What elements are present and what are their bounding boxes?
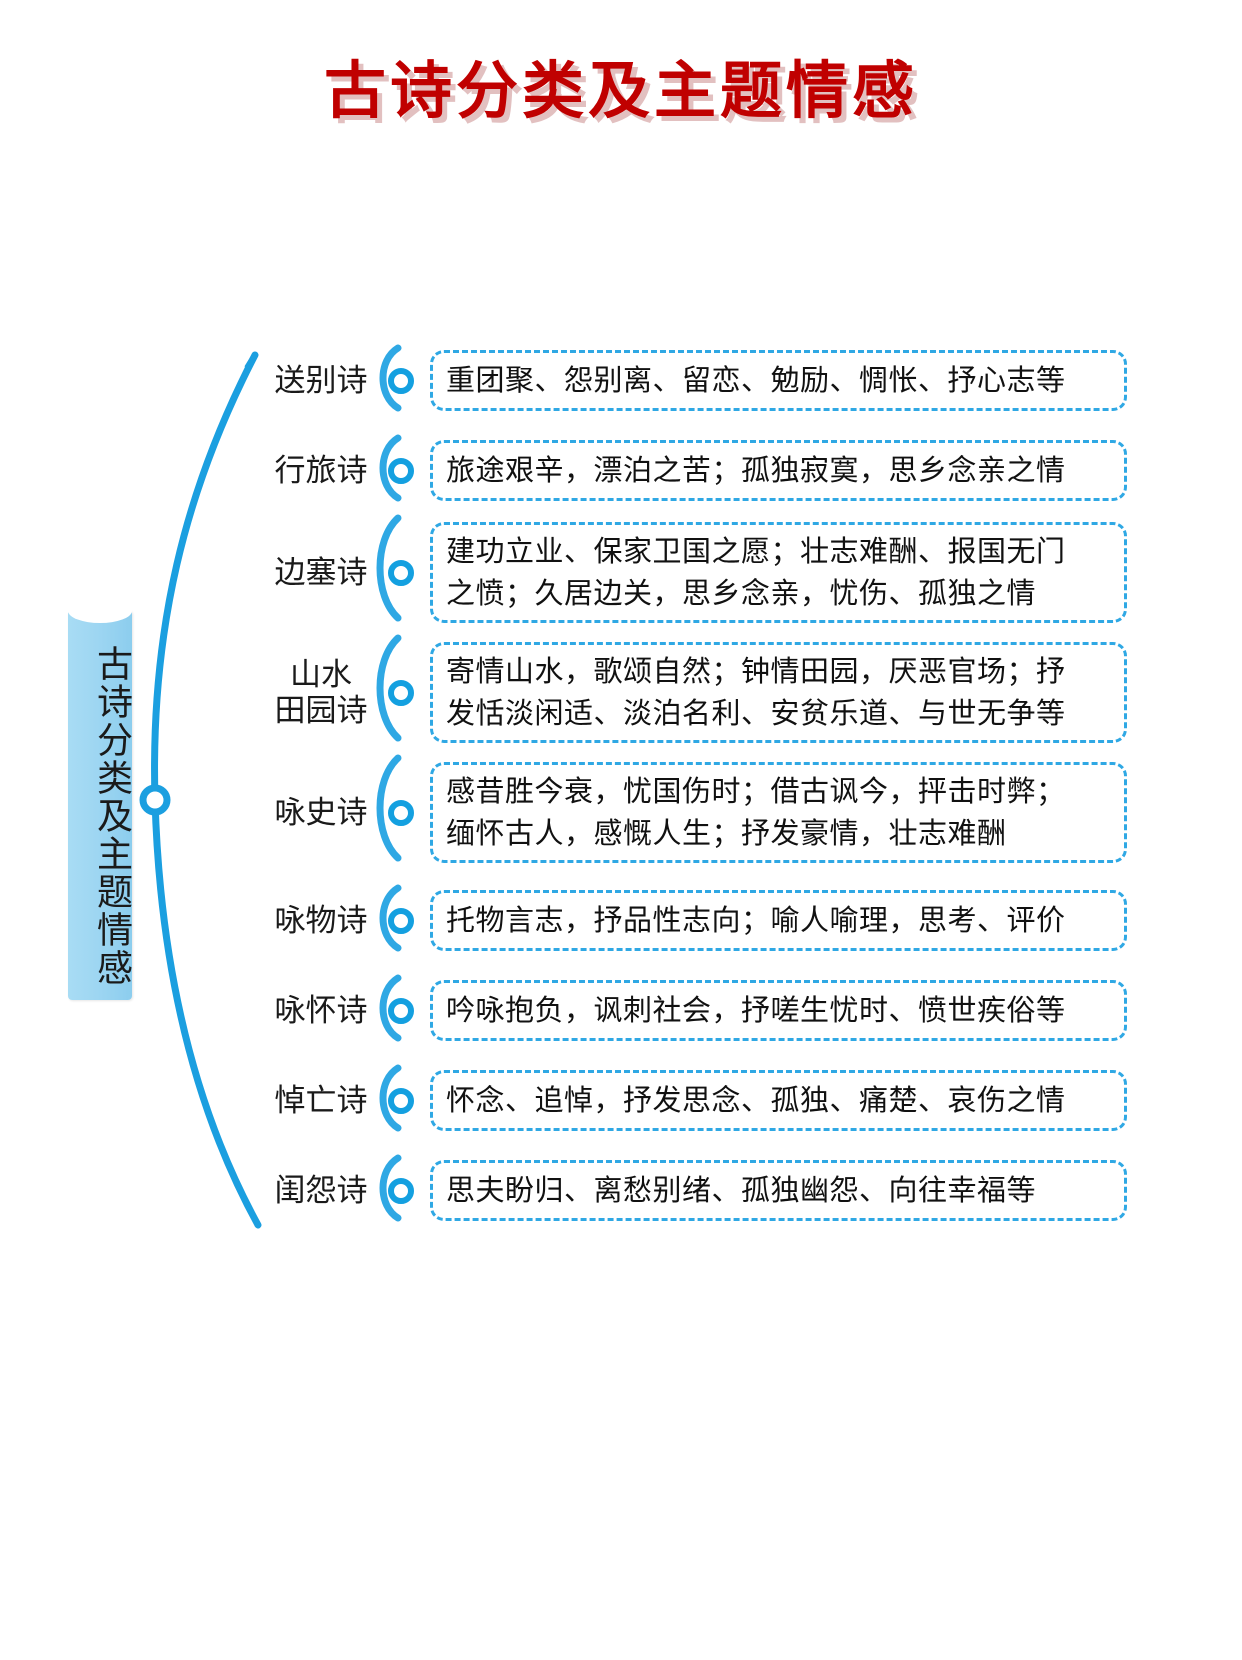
branch-node-dot-2[interactable]: [388, 457, 414, 484]
branch-content-1: 重团聚、怨别离、留恋、勉励、惆怅、抒心志等: [430, 350, 1127, 411]
branch-node-dot-7[interactable]: [388, 997, 414, 1024]
branch-row-7[interactable]: 咏怀诗 吟咏抱负，讽刺社会，抒嗟生忧时、愤世疾俗等: [258, 980, 1127, 1041]
connector-lines: [139, 351, 262, 1229]
root-center-node[interactable]: [139, 784, 171, 816]
branch-row-2[interactable]: 行旅诗 旅途艰辛，漂泊之苦；孤独寂寞，思乡念亲之情: [258, 440, 1127, 501]
bubble-hooks: [376, 344, 402, 1222]
page-title: 古诗分类及主题情感: [323, 54, 918, 127]
branch-label-4: 山水 田园诗: [274, 656, 368, 729]
branch-label-3: 边塞诗: [274, 554, 368, 591]
branch-label-2: 行旅诗: [274, 452, 368, 489]
branch-connector-1: [244, 353, 258, 370]
mindmap-canvas: 古诗分类及主题情感 送别诗 重团聚、怨别离、留恋、勉励、惆怅、抒心志等 行旅诗 …: [0, 300, 1242, 1280]
branch-row-9[interactable]: 闺怨诗 思夫盼归、离愁别绪、孤独幽怨、向往幸福等: [258, 1160, 1127, 1221]
hook-2: [379, 434, 402, 502]
branch-label-1: 送别诗: [274, 362, 368, 399]
hook-4: [376, 634, 402, 742]
hook-3: [376, 514, 402, 622]
branch-node-dot-6[interactable]: [388, 907, 414, 934]
branch-node-dot-3[interactable]: [388, 559, 414, 586]
branch-label-9: 闺怨诗: [274, 1172, 368, 1209]
hook-8: [379, 1064, 402, 1132]
branch-content-5: 感昔胜今衰，忧国伤时；借古讽今，抨击时弊； 缅怀古人，感慨人生；抒发豪情，壮志难…: [430, 762, 1127, 863]
branch-row-5[interactable]: 咏史诗 感昔胜今衰，忧国伤时；借古讽今，抨击时弊； 缅怀古人，感慨人生；抒发豪情…: [258, 762, 1127, 863]
branch-content-3: 建功立业、保家卫国之愿；壮志难酬、报国无门 之愤；久居边关，思乡念亲，忧伤、孤独…: [430, 522, 1127, 623]
branch-row-6[interactable]: 咏物诗 托物言志，抒品性志向；喻人喻理，思考、评价: [258, 890, 1127, 951]
branch-label-5: 咏史诗: [274, 794, 368, 831]
root-node-label: 古诗分类及主题情感: [91, 645, 132, 987]
branch-label-6: 咏物诗: [274, 902, 368, 939]
hook-7: [379, 974, 402, 1042]
branch-row-3[interactable]: 边塞诗 建功立业、保家卫国之愿；壮志难酬、报国无门 之愤；久居边关，思乡念亲，忧…: [258, 522, 1127, 623]
branch-node-dot-9[interactable]: [388, 1177, 414, 1204]
branch-label-8: 悼亡诗: [274, 1082, 368, 1119]
branch-row-8[interactable]: 悼亡诗 怀念、追悼，抒发思念、孤独、痛楚、哀伤之情: [258, 1070, 1127, 1131]
branch-content-4: 寄情山水，歌颂自然；钟情田园，厌恶官场；抒 发恬淡闲适、淡泊名利、安贫乐道、与世…: [430, 642, 1127, 743]
branch-node-dot-1[interactable]: [388, 367, 414, 394]
branch-label-7: 咏怀诗: [274, 992, 368, 1029]
branch-content-6: 托物言志，抒品性志向；喻人喻理，思考、评价: [430, 890, 1127, 951]
branch-node-dot-5[interactable]: [388, 799, 414, 826]
branch-content-8: 怀念、追悼，抒发思念、孤独、痛楚、哀伤之情: [430, 1070, 1127, 1131]
branch-node-dot-8[interactable]: [388, 1087, 414, 1114]
hook-5: [376, 754, 402, 862]
hook-9: [379, 1154, 402, 1222]
branch-content-9: 思夫盼归、离愁别绪、孤独幽怨、向往幸福等: [430, 1160, 1127, 1221]
branch-content-7: 吟咏抱负，讽刺社会，抒嗟生忧时、愤世疾俗等: [430, 980, 1127, 1041]
hook-6: [379, 884, 402, 952]
branch-content-2: 旅途艰辛，漂泊之苦；孤独寂寞，思乡念亲之情: [430, 440, 1127, 501]
root-node[interactable]: 古诗分类及主题情感: [68, 609, 132, 1000]
branch-row-1[interactable]: 送别诗 重团聚、怨别离、留恋、勉励、惆怅、抒心志等: [258, 350, 1127, 411]
branch-node-dot-4[interactable]: [388, 679, 414, 706]
hook-1: [379, 344, 402, 412]
branch-row-4[interactable]: 山水 田园诗 寄情山水，歌颂自然；钟情田园，厌恶官场；抒 发恬淡闲适、淡泊名利、…: [258, 642, 1127, 743]
